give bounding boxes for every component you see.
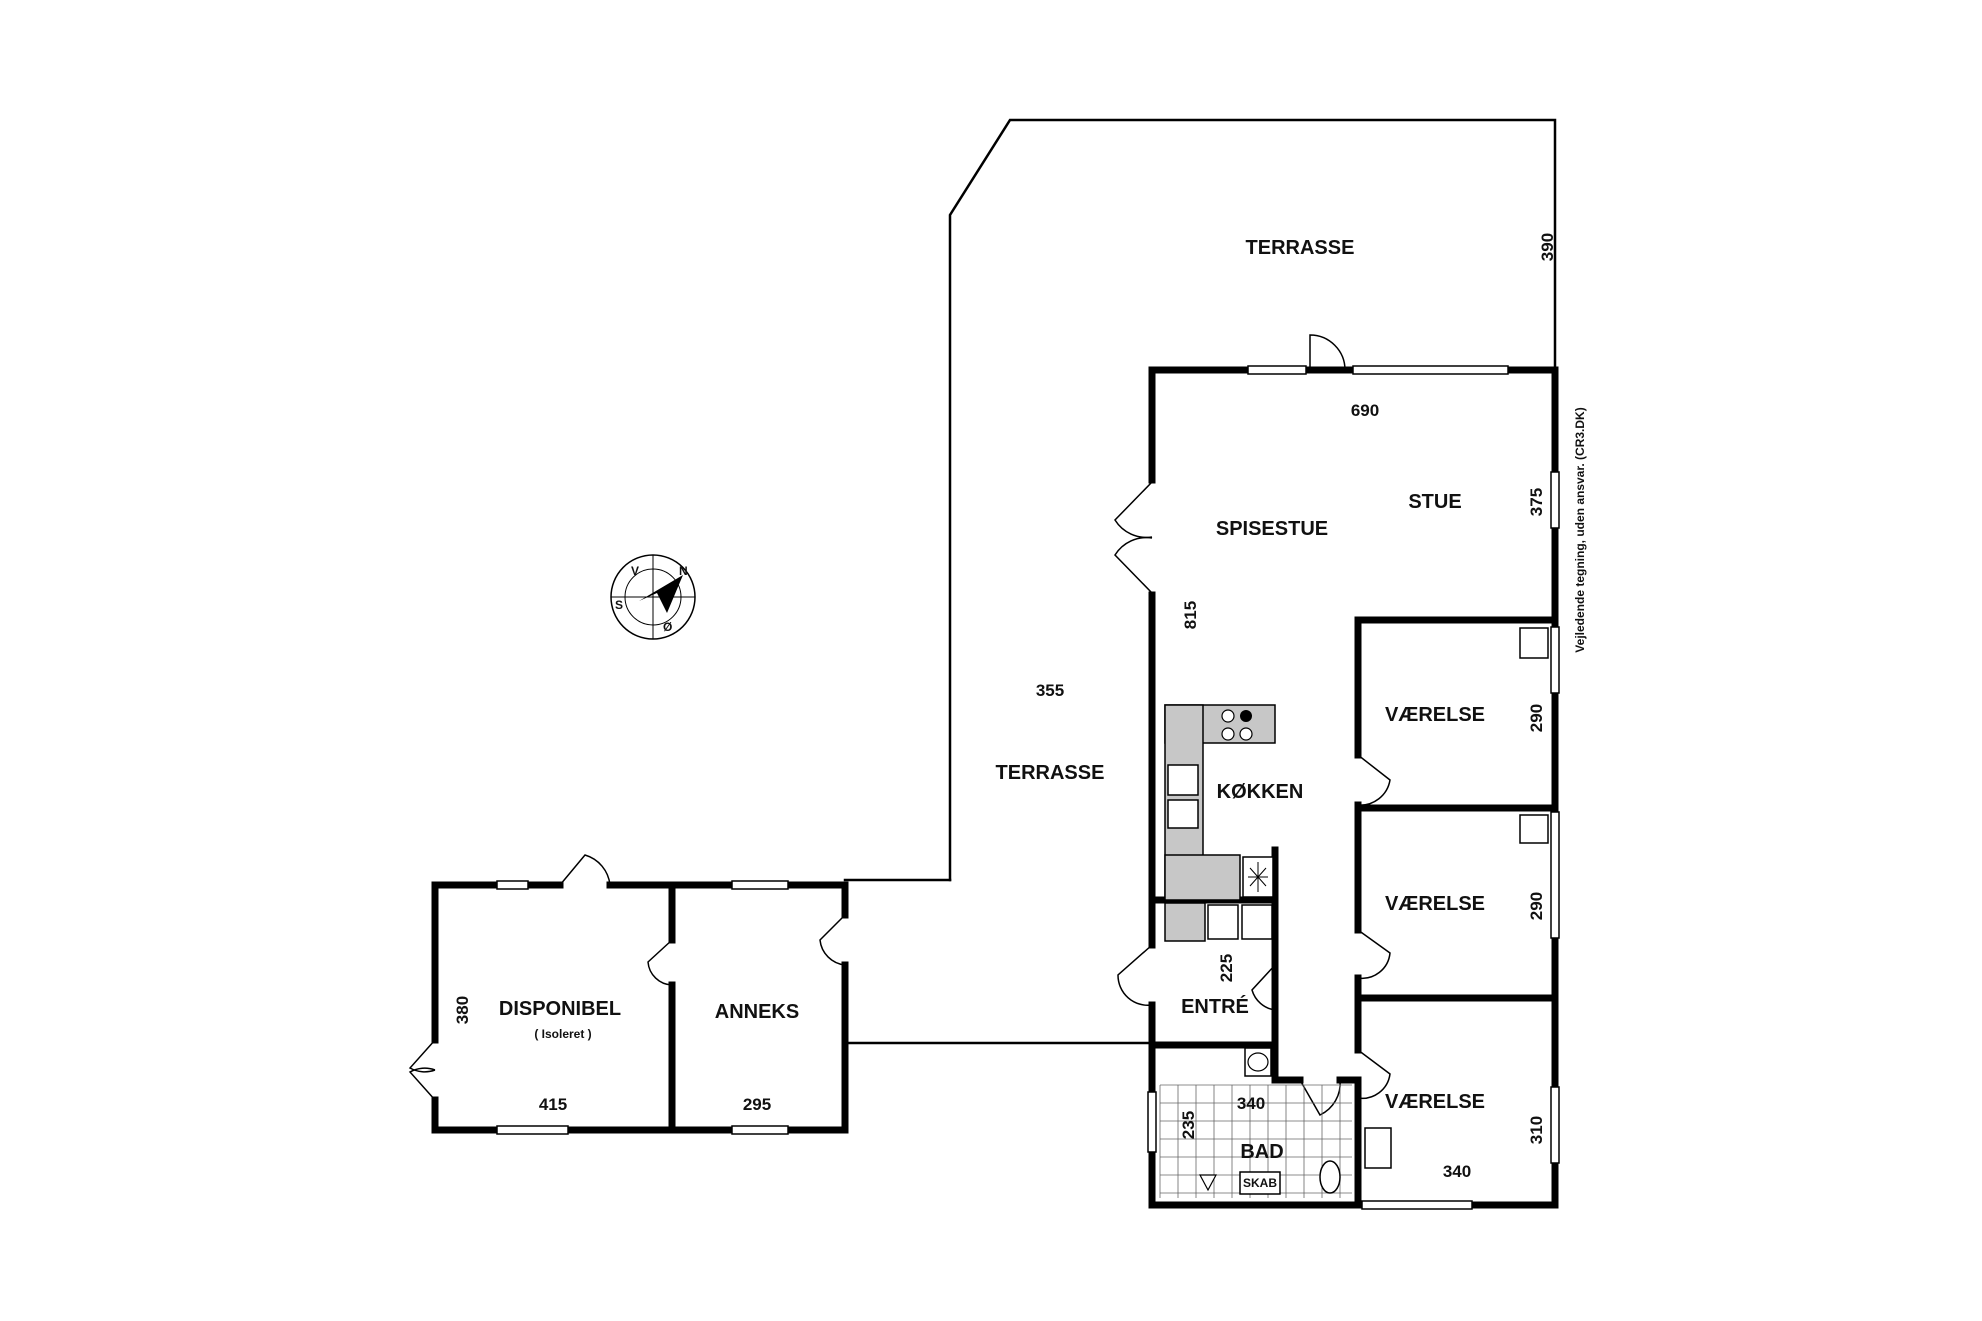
main-house-doors <box>1114 334 1391 1116</box>
disclaimer-text: Vejledende tegning, uden ansvar. (CR3.DK… <box>1573 407 1587 652</box>
dim-bad-width: 340 <box>1237 1094 1265 1113</box>
dim-disponibel-depth: 380 <box>453 996 472 1024</box>
compass-icon: N V S Ø <box>610 554 696 640</box>
washer-icon <box>1207 904 1239 940</box>
bad-label: BAD <box>1240 1141 1283 1163</box>
stue-label: STUE <box>1408 491 1461 513</box>
dim-vaerelse-3-width: 340 <box>1443 1162 1471 1181</box>
outbuilding-windows <box>496 880 789 1135</box>
anneks-label: ANNEKS <box>715 1001 799 1023</box>
sink-icon-room2 <box>1519 814 1549 844</box>
cabinet-icon <box>1239 1171 1281 1195</box>
toilet-icon <box>1319 1160 1341 1194</box>
skab-label: SKAB <box>1243 1176 1277 1190</box>
koekken-label: KØKKEN <box>1217 781 1304 803</box>
kitchen-fixtures <box>1164 704 1276 942</box>
bedroom-sinks <box>1364 627 1549 1169</box>
outbuilding-walls <box>431 881 849 1134</box>
bath-sink-icon <box>1199 1174 1217 1192</box>
sink-icon-room3 <box>1364 1127 1392 1169</box>
stove-icon <box>1221 709 1253 741</box>
vaerelse-3-label: VÆRELSE <box>1385 1091 1485 1113</box>
dim-anneks-width: 295 <box>743 1095 771 1114</box>
spisestue-label: SPISESTUE <box>1216 518 1328 540</box>
dim-bad-depth: 235 <box>1179 1111 1198 1139</box>
bathroom-floor: SKAB <box>1159 1047 1352 1198</box>
outbuilding-doors <box>408 854 846 1101</box>
dim-vaerelse-2: 290 <box>1527 892 1546 920</box>
compass-s: S <box>615 598 623 612</box>
dim-entre: 225 <box>1217 954 1236 982</box>
sink-icon-room1 <box>1519 627 1549 659</box>
compass-o: Ø <box>663 620 672 634</box>
dim-terrasse-mid: 355 <box>1036 681 1064 700</box>
dim-vaerelse-1: 290 <box>1527 704 1546 732</box>
dim-stue-depth: 375 <box>1527 488 1546 516</box>
compass-v: V <box>631 564 639 578</box>
kitchen-sink-icon <box>1167 764 1199 796</box>
dim-main-depth: 815 <box>1181 601 1200 629</box>
disponibel-note: ( Isoleret ) <box>534 1027 591 1041</box>
disponibel-label: DISPONIBEL <box>499 998 621 1020</box>
terrasse-mid-label: TERRASSE <box>996 762 1105 784</box>
terrace-outline <box>843 118 1557 1045</box>
compass-n: N <box>679 564 688 578</box>
entre-label: ENTRÉ <box>1181 995 1249 1018</box>
terrasse-top-label: TERRASSE <box>1246 237 1355 259</box>
vaerelse-1-label: VÆRELSE <box>1385 704 1485 726</box>
laundry-basin-icon <box>1241 904 1273 940</box>
kitchen-sink-2-icon <box>1167 799 1199 829</box>
dim-disponibel-width: 415 <box>539 1095 567 1114</box>
main-house-windows <box>1147 365 1560 1210</box>
dim-vaerelse-3-depth: 310 <box>1527 1116 1546 1144</box>
main-house-walls <box>1148 366 1559 1209</box>
dim-terrasse-top-depth: 390 <box>1538 233 1557 261</box>
vaerelse-2-label: VÆRELSE <box>1385 893 1485 915</box>
dim-main-width: 690 <box>1351 401 1379 420</box>
